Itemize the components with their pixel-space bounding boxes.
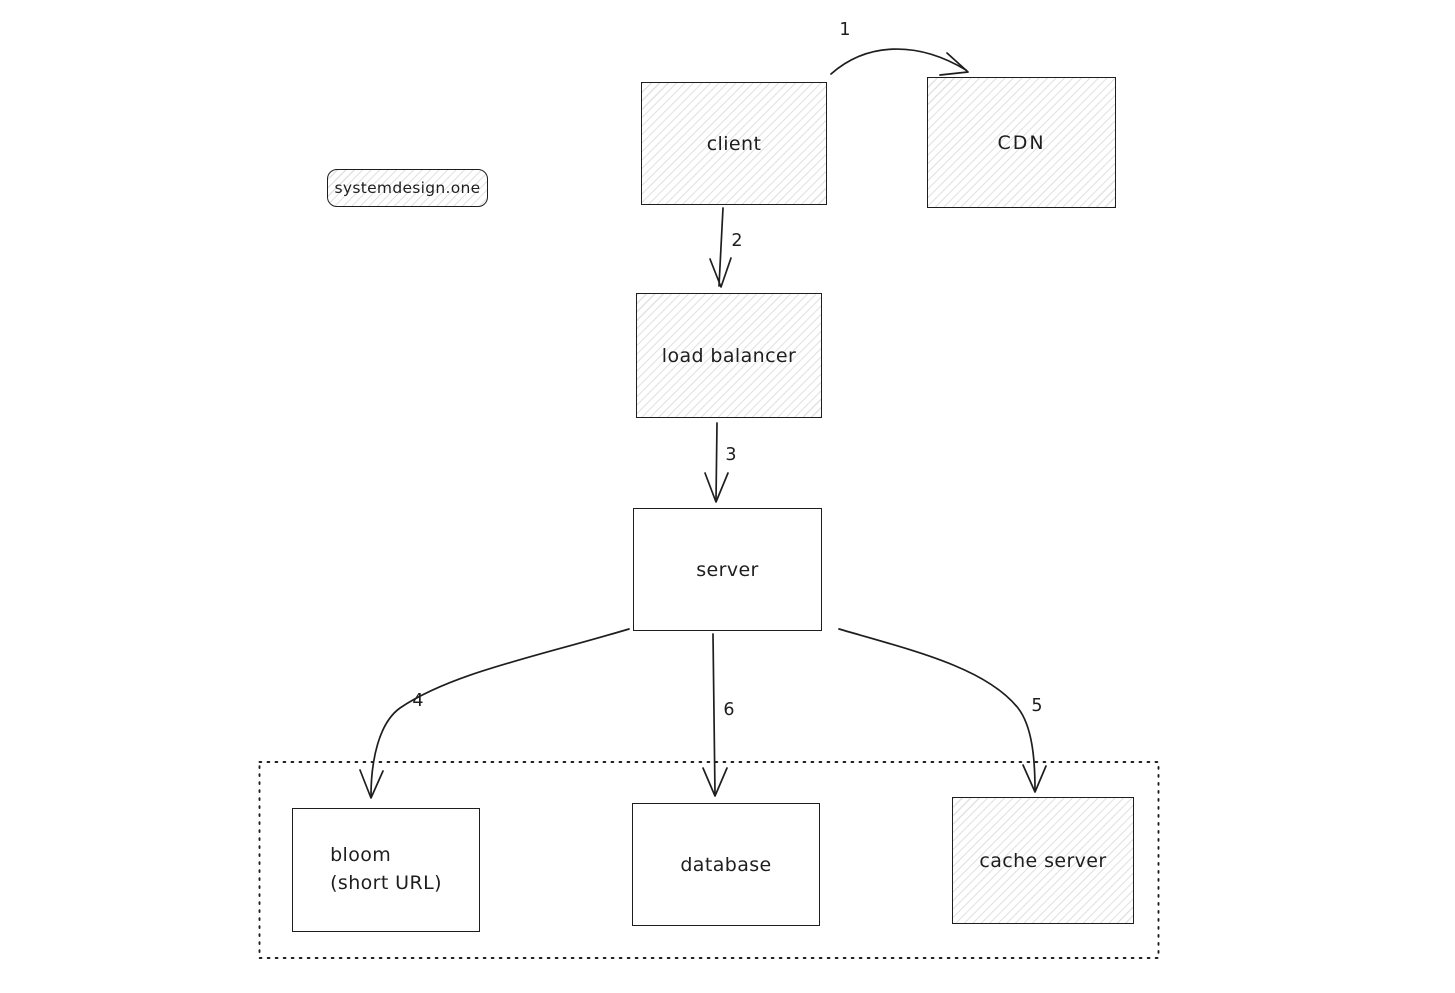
edge-server-to-bloom <box>359 628 630 799</box>
edge-client-to-load-balancer <box>709 207 732 288</box>
storage-boundary-dotted-rect <box>258 761 1160 959</box>
edge-label-6: 6 <box>723 700 735 720</box>
node-cache-server: cache server <box>952 797 1134 924</box>
node-database: database <box>632 803 820 926</box>
node-cache-server-label: cache server <box>979 849 1107 872</box>
node-bloom: bloom (short URL) <box>292 808 480 932</box>
node-client: client <box>641 82 827 205</box>
edge-label-4: 4 <box>412 691 424 711</box>
node-load-balancer: load balancer <box>636 293 822 418</box>
edge-server-to-cache-server <box>838 628 1047 793</box>
node-server: server <box>633 508 822 631</box>
source-badge: systemdesign.one <box>327 169 488 207</box>
edge-client-to-cdn <box>830 48 969 76</box>
edge-label-1: 1 <box>839 20 851 40</box>
node-bloom-label-line1: bloom <box>330 844 392 867</box>
edge-label-3: 3 <box>725 445 737 465</box>
node-bloom-label-line2: (short URL) <box>330 872 442 894</box>
edge-server-to-database <box>702 633 728 797</box>
node-cdn: CDN <box>927 77 1116 208</box>
node-load-balancer-label: load balancer <box>661 344 797 367</box>
edge-label-2: 2 <box>731 231 743 251</box>
edge-load-balancer-to-server <box>704 422 729 503</box>
source-badge-label: systemdesign.one <box>334 179 481 197</box>
node-bloom-label: bloom (short URL) <box>330 842 442 897</box>
node-server-label: server <box>696 558 759 581</box>
edge-label-5: 5 <box>1031 696 1043 716</box>
node-cdn-label: CDN <box>997 131 1046 154</box>
node-database-label: database <box>680 853 772 876</box>
node-client-label: client <box>706 132 762 155</box>
